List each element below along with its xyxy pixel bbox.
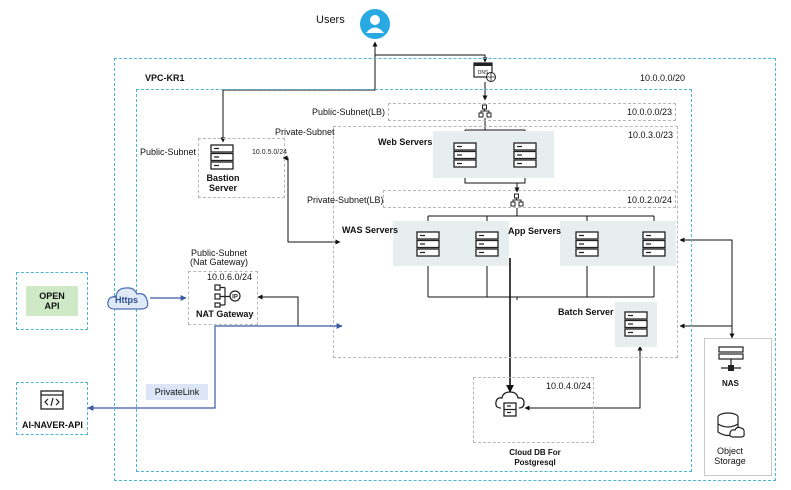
cloud-db-line1: Cloud DB For <box>509 448 561 457</box>
bastion-subnet <box>198 138 285 198</box>
cloud-db-label: Cloud DB For Postgresql <box>500 447 570 469</box>
bastion-label-line1: Bastion <box>206 173 240 183</box>
batch-server-icon[interactable] <box>624 311 648 342</box>
lb-private-subnet <box>383 190 676 208</box>
private-load-balancer-icon[interactable] <box>510 193 524 212</box>
nat-gateway-label: NAT Gateway <box>196 309 254 319</box>
privatelink-box[interactable]: PrivateLink <box>146 384 208 400</box>
nat-subnet-label-1: Public-Subnet <box>191 248 248 258</box>
batch-server-label: Batch Server <box>558 307 614 317</box>
lb-private-label: Private-Subnet(LB) <box>307 195 384 205</box>
was-server-1-icon[interactable] <box>416 231 440 262</box>
vpc-label: VPC-KR1 <box>145 73 185 83</box>
nat-ip-badge: IP <box>232 295 238 301</box>
web-server-2-icon[interactable] <box>513 142 537 173</box>
open-api-frame <box>16 272 88 330</box>
private-subnet-label: Private-Subnet <box>275 127 335 137</box>
nat-subnet-label-2: (Nat Gateway) <box>190 257 249 267</box>
bastion-to-was-link <box>282 155 341 245</box>
app-server-2-icon[interactable] <box>642 231 666 262</box>
vpc-outer-boundary <box>114 58 776 481</box>
db-cidr: 10.0.4.0/24 <box>546 381 592 391</box>
lb-private-cidr: 10.0.2.0/24 <box>627 195 673 205</box>
https-label: Https <box>115 295 138 305</box>
ai-naver-api-frame <box>16 382 88 435</box>
users-icon[interactable] <box>359 8 391 45</box>
lb-public-cidr: 10.0.0.0/23 <box>627 107 673 117</box>
bastion-server-label: Bastion Server <box>198 172 248 194</box>
open-api-line1: OPEN <box>39 291 65 301</box>
bastion-subnet-label: Public-Subnet <box>140 147 197 157</box>
cloud-db-icon[interactable] <box>494 390 526 423</box>
bastion-label-line2: Server <box>208 183 238 193</box>
bastion-cidr: 10.0.5.0/24 <box>252 149 288 156</box>
privatelink-label: PrivateLink <box>154 387 200 397</box>
db-subnet <box>473 377 594 443</box>
public-load-balancer-icon[interactable] <box>478 104 492 123</box>
nat-subnet <box>188 271 258 325</box>
bastion-server-icon[interactable] <box>210 144 234 175</box>
object-storage-label: Object Storage <box>708 446 752 466</box>
nat-cidr: 10.0.6.0/24 <box>207 272 253 282</box>
private-subnet-cidr: 10.0.3.0/23 <box>628 130 674 140</box>
dns-badge: DNS <box>478 70 489 76</box>
was-server-2-icon[interactable] <box>475 231 499 262</box>
web-servers-label: Web Servers <box>378 137 433 147</box>
dns-icon[interactable]: DNS <box>473 62 497 87</box>
code-window-icon[interactable] <box>40 390 64 415</box>
nas-icon[interactable] <box>718 346 744 379</box>
lb-public-subnet <box>388 103 676 121</box>
https-cloud-icon[interactable] <box>105 282 151 317</box>
web-server-1-icon[interactable] <box>453 142 477 173</box>
nas-links <box>679 237 735 339</box>
lb-public-label: Public-Subnet(LB) <box>312 107 386 117</box>
was-servers-label: WAS Servers <box>342 225 399 235</box>
users-label: Users <box>316 14 345 26</box>
object-storage-line1: Object <box>716 446 743 456</box>
app-servers-label: App Servers <box>508 226 562 236</box>
app-server-1-icon[interactable] <box>575 231 599 262</box>
storage-panel <box>704 338 772 476</box>
vpc-inner-boundary <box>136 89 692 472</box>
nas-label: NAS <box>722 379 739 388</box>
cloud-db-line2: Postgresql <box>514 458 556 467</box>
ai-naver-api-label: AI-NAVER-API <box>22 420 83 430</box>
vpc-cidr: 10.0.0.0/20 <box>640 73 686 83</box>
private-subnet <box>333 126 678 358</box>
object-storage-icon[interactable] <box>716 412 746 447</box>
object-storage-line2: Storage <box>714 456 746 466</box>
open-api-line2: API <box>44 301 60 311</box>
open-api-box[interactable]: OPEN API <box>26 286 78 316</box>
nat-gateway-icon[interactable]: IP <box>214 284 242 313</box>
